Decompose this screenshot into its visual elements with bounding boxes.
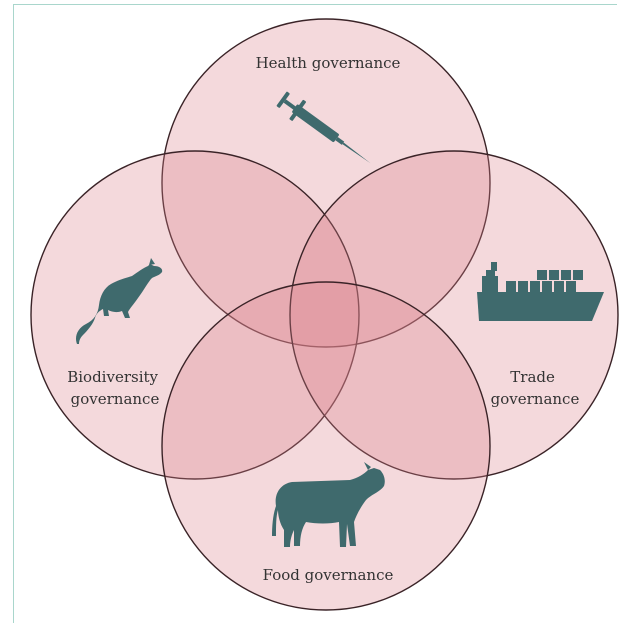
trade-governance-circle <box>289 150 619 480</box>
food-governance-circle <box>161 281 491 611</box>
ferret-icon <box>76 258 163 344</box>
trade-governance-label: Trade governance <box>491 368 580 408</box>
biodiversity-governance-circle <box>30 150 360 480</box>
syringe-icon <box>276 91 371 164</box>
cow-icon <box>272 462 385 547</box>
figure-frame <box>13 4 617 623</box>
health-governance-label: Health governance <box>256 54 401 72</box>
cargo-ship-icon <box>477 262 604 321</box>
health-governance-circle <box>161 18 491 348</box>
food-governance-label: Food governance <box>263 566 394 584</box>
biodiversity-governance-label: Biodiversity governance <box>67 368 163 408</box>
